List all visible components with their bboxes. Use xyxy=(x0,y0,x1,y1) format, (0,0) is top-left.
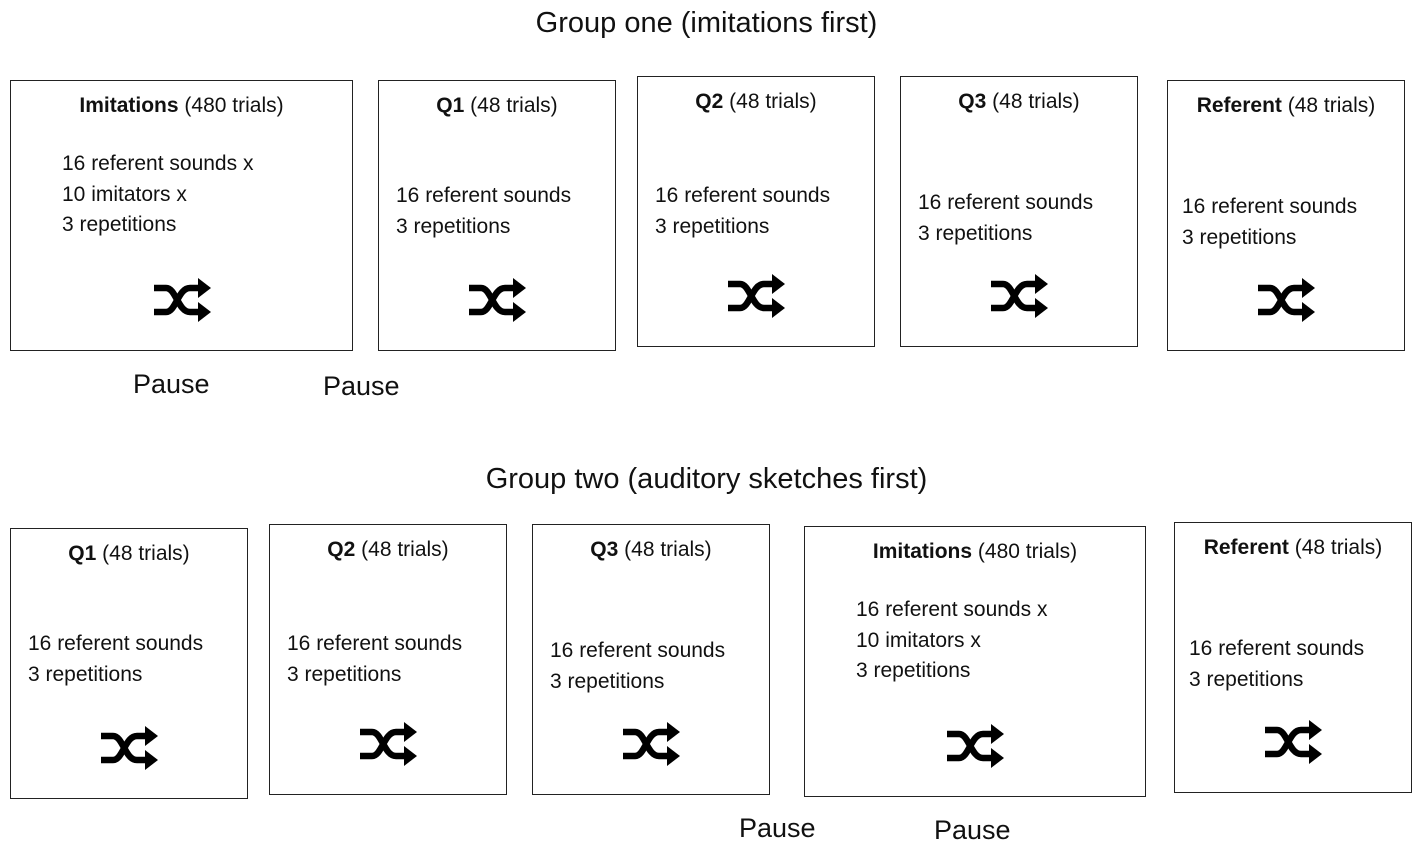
block-title: Q2 (48 trials) xyxy=(638,89,874,115)
shuffle-icon xyxy=(152,273,212,327)
block-line: 16 referent sounds xyxy=(1189,637,1365,660)
block-description: 16 referent sounds 3 repetitions xyxy=(655,181,870,242)
block-title: Q3 (48 trials) xyxy=(901,89,1137,115)
block-line: 16 referent sounds xyxy=(550,639,726,662)
block-trials: (48 trials) xyxy=(1287,94,1376,117)
block-line: 3 repetitions xyxy=(918,221,1033,245)
block-line: 3 repetitions xyxy=(28,662,143,686)
group-one-q3-block: Q3 (48 trials) 16 referent sounds 3 repe… xyxy=(900,76,1138,347)
block-line: 16 referent sounds xyxy=(396,184,572,207)
block-description: 16 referent sounds 3 repetitions xyxy=(28,629,243,690)
block-trials: (48 trials) xyxy=(992,90,1080,113)
block-title: Q2 (48 trials) xyxy=(270,537,506,563)
block-trials: (48 trials) xyxy=(729,90,817,113)
block-line: 3 repetitions xyxy=(550,669,665,693)
block-name: Q3 xyxy=(958,90,987,113)
shuffle-icon xyxy=(1256,273,1316,327)
block-title: Imitations (480 trials) xyxy=(11,93,352,119)
block-description: 16 referent sounds 3 repetitions xyxy=(550,636,765,697)
block-description: 16 referent sounds 3 repetitions xyxy=(1182,192,1400,253)
block-description: 16 referent sounds x 10 imitators x 3 re… xyxy=(62,149,348,241)
block-line: 16 referent sounds xyxy=(655,184,831,207)
group-two-q2-block: Q2 (48 trials) 16 referent sounds 3 repe… xyxy=(269,524,507,795)
group-one-title: Group one (imitations first) xyxy=(535,7,878,39)
block-description: 16 referent sounds 3 repetitions xyxy=(918,188,1133,249)
block-trials: (48 trials) xyxy=(1294,536,1383,559)
block-line: 3 repetitions xyxy=(1182,225,1297,249)
block-line: 3 repetitions xyxy=(856,659,971,682)
shuffle-icon xyxy=(945,719,1005,773)
block-name: Imitations xyxy=(872,540,973,563)
block-line: 16 referent sounds x xyxy=(62,152,254,175)
block-name: Q3 xyxy=(590,538,619,561)
block-line: 3 repetitions xyxy=(287,662,402,686)
block-line: 10 imitators x xyxy=(62,182,187,206)
block-name: Q1 xyxy=(436,94,465,117)
pause-label: Pause xyxy=(934,815,1011,845)
block-line: 16 referent sounds xyxy=(287,632,463,655)
block-name: Q1 xyxy=(68,542,97,565)
group-two-q1-block: Q1 (48 trials) 16 referent sounds 3 repe… xyxy=(10,528,248,799)
shuffle-icon xyxy=(726,269,786,323)
shuffle-icon xyxy=(621,717,681,771)
block-description: 16 referent sounds x 10 imitators x 3 re… xyxy=(856,595,1141,687)
block-title: Referent (48 trials) xyxy=(1175,535,1411,561)
block-line: 3 repetitions xyxy=(396,214,511,238)
pause-label: Pause xyxy=(739,813,816,843)
block-trials: (480 trials) xyxy=(184,94,284,117)
group-two-q3-block: Q3 (48 trials) 16 referent sounds 3 repe… xyxy=(532,524,770,795)
shuffle-icon xyxy=(1263,715,1323,769)
group-two-imitations-block: Imitations (480 trials) 16 referent soun… xyxy=(804,526,1146,797)
block-line: 16 referent sounds xyxy=(918,191,1094,214)
block-line: 10 imitators x xyxy=(856,628,981,652)
block-line: 16 referent sounds xyxy=(28,632,204,655)
block-name: Imitations xyxy=(79,94,179,117)
block-name: Referent xyxy=(1203,536,1289,559)
group-two-referent-block: Referent (48 trials) 16 referent sounds … xyxy=(1174,522,1412,793)
shuffle-icon xyxy=(99,721,159,775)
group-one-referent-block: Referent (48 trials) 16 referent sounds … xyxy=(1167,80,1405,351)
shuffle-icon xyxy=(358,717,418,771)
block-title: Imitations (480 trials) xyxy=(805,539,1145,565)
block-trials: (48 trials) xyxy=(624,538,712,561)
block-name: Referent xyxy=(1196,94,1282,117)
block-trials: (48 trials) xyxy=(361,538,449,561)
pause-label: Pause xyxy=(133,369,210,399)
block-line: 16 referent sounds xyxy=(1182,195,1358,218)
block-description: 16 referent sounds 3 repetitions xyxy=(396,181,611,242)
block-description: 16 referent sounds 3 repetitions xyxy=(287,629,502,690)
block-trials: (48 trials) xyxy=(470,94,558,117)
block-line: 3 repetitions xyxy=(655,214,770,238)
block-name: Q2 xyxy=(695,90,724,113)
block-line: 16 referent sounds x xyxy=(856,598,1048,621)
pause-label: Pause xyxy=(323,371,400,401)
block-line: 3 repetitions xyxy=(62,213,177,236)
group-one-q1-block: Q1 (48 trials) 16 referent sounds 3 repe… xyxy=(378,80,616,351)
block-line: 3 repetitions xyxy=(1189,667,1304,691)
block-title: Q1 (48 trials) xyxy=(11,541,247,567)
block-title: Q1 (48 trials) xyxy=(379,93,615,119)
block-title: Q3 (48 trials) xyxy=(533,537,769,563)
block-trials: (48 trials) xyxy=(102,542,190,565)
shuffle-icon xyxy=(989,269,1049,323)
shuffle-icon xyxy=(467,273,527,327)
group-one-imitations-block: Imitations (480 trials) 16 referent soun… xyxy=(10,80,353,351)
block-name: Q2 xyxy=(327,538,356,561)
block-trials: (480 trials) xyxy=(977,540,1078,563)
group-two-title: Group two (auditory sketches first) xyxy=(485,463,928,495)
block-description: 16 referent sounds 3 repetitions xyxy=(1189,634,1407,695)
block-title: Referent (48 trials) xyxy=(1168,93,1404,119)
group-one-q2-block: Q2 (48 trials) 16 referent sounds 3 repe… xyxy=(637,76,875,347)
